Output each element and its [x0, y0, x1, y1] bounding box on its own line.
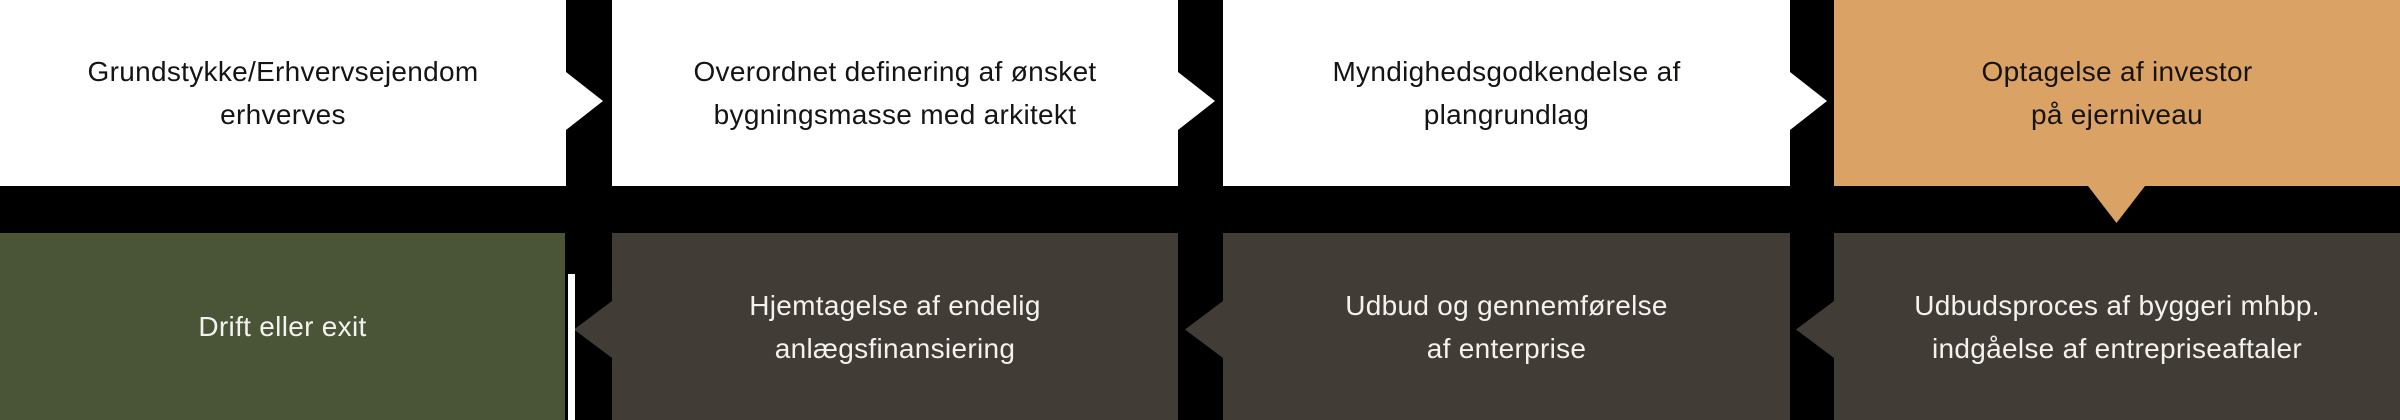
step-label-line: af enterprise [1426, 332, 1587, 364]
arrow-left-icon [574, 301, 612, 358]
arrow-down-icon [2088, 186, 2145, 223]
step-label-line: Udbudsproces af byggeri mhbp. [1914, 289, 2320, 321]
step-label-line: Grundstykke/Erhvervsejendom [87, 56, 479, 87]
step-label-line: indgåelse af entrepriseaftaler [1931, 332, 2303, 364]
stage-divider [568, 274, 575, 420]
step-label-line: Myndighedsgodkendelse af [1332, 56, 1681, 87]
step-label-line: Overordnet definering af ønsket [693, 56, 1097, 87]
arrow-right-icon [1178, 72, 1215, 130]
arrow-right-icon [566, 72, 603, 130]
step-grundstykke-erhverves: Grundstykke/Erhvervsejendom erhverves [0, 0, 566, 186]
step-optagelse-investor: Optagelse af investor på ejerniveau [1834, 0, 2400, 186]
step-label-line: Optagelse af investor [1981, 56, 2253, 87]
step-label-line: bygningsmasse med arkitekt [713, 99, 1077, 130]
step-label-line: erhverves [220, 99, 346, 130]
step-overordnet-definering: Overordnet definering af ønsket bygnings… [612, 0, 1178, 186]
step-label-line: Hjemtagelse af endelig [749, 289, 1041, 321]
step-udbudsproces-byggeri: Udbudsproces af byggeri mhbp. indgåelse … [1834, 233, 2400, 420]
step-label-line: Drift eller exit [198, 311, 367, 342]
step-drift-eller-exit: Drift eller exit [0, 233, 565, 420]
arrow-left-icon [1796, 301, 1834, 358]
step-udbud-gennemfoerelse: Udbud og gennemførelse af enterprise [1223, 233, 1790, 420]
step-label-line: plangrundlag [1423, 99, 1590, 130]
step-hjemtagelse-anlaegsfinansiering: Hjemtagelse af endelig anlægsfinansierin… [612, 233, 1178, 420]
step-label-line: anlægsfinansiering [774, 332, 1016, 364]
step-label-line: Udbud og gennemførelse [1345, 289, 1668, 321]
arrow-right-icon [1790, 72, 1827, 130]
arrow-left-icon [1185, 301, 1223, 358]
step-myndighedsgodkendelse: Myndighedsgodkendelse af plangrundlag [1223, 0, 1790, 186]
step-label-line: på ejerniveau [2030, 99, 2204, 130]
